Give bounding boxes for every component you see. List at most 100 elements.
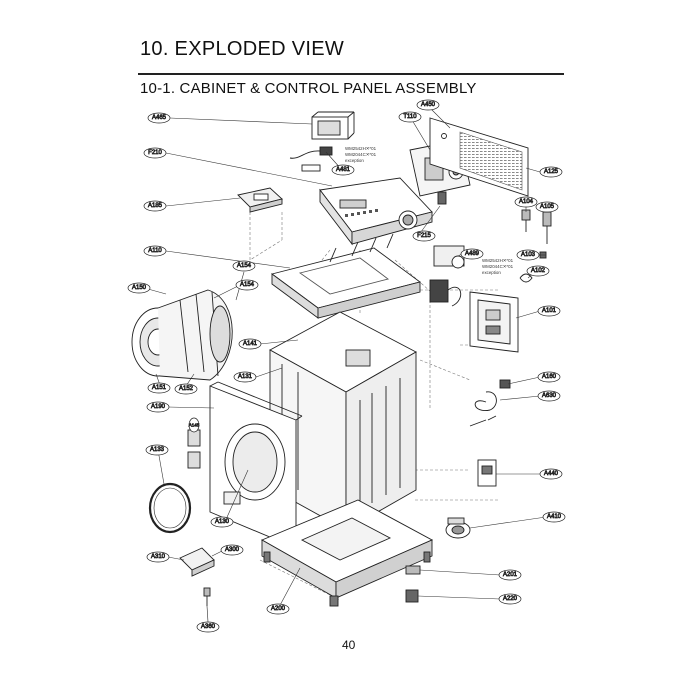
svg-text:A133: A133 — [150, 447, 165, 453]
callout-a220: A220 — [498, 593, 522, 605]
svg-text:A154: A154 — [240, 282, 255, 288]
part-feet — [405, 565, 421, 603]
callout-a133: A133 — [145, 444, 169, 456]
callout-a152: A152 — [174, 383, 198, 395]
part-cabinet — [269, 311, 417, 531]
svg-text:WM2044C✕*01: WM2044C✕*01 — [482, 264, 514, 269]
svg-text:A103: A103 — [521, 252, 536, 258]
callout-a151: A151 — [147, 382, 171, 394]
svg-text:A489: A489 — [465, 251, 480, 257]
callout-a150: A150 — [127, 282, 151, 294]
callout-a300: A300 — [220, 544, 244, 556]
part-pressure-switch — [477, 459, 497, 487]
svg-text:A160: A160 — [542, 374, 557, 380]
svg-text:A185: A185 — [148, 203, 163, 209]
svg-text:WM2542H✕*01: WM2542H✕*01 — [482, 258, 514, 263]
part-drawer-handle — [237, 187, 283, 213]
callout-a110: A110 — [143, 245, 167, 257]
part-back-panel — [429, 117, 529, 197]
svg-text:A152: A152 — [179, 386, 194, 392]
svg-text:WM2044C✕*01: WM2044C✕*01 — [345, 152, 377, 157]
svg-text:A190: A190 — [151, 404, 166, 410]
part-screw-bottom — [203, 587, 211, 606]
callout-a630: A630 — [537, 390, 561, 402]
svg-text:A105: A105 — [540, 204, 555, 210]
callout-a154-top: A154 — [232, 260, 256, 272]
callout-f210: F210 — [143, 147, 167, 159]
svg-text:A104: A104 — [519, 199, 534, 205]
part-bracket — [179, 547, 215, 577]
part-drain-pump — [445, 517, 471, 539]
callout-a103: A103 — [516, 249, 540, 261]
svg-text:A150: A150 — [132, 285, 147, 291]
part-screws-top — [521, 209, 552, 244]
callout-a310: A310 — [146, 551, 170, 563]
section-title: 10-1. CABINET & CONTROL PANEL ASSEMBLY — [140, 80, 477, 97]
svg-text:A154: A154 — [237, 263, 252, 269]
model-note-mid: WM2542H✕*01 WM2044C✕*01 exception — [482, 258, 514, 275]
callout-a145: A145 — [188, 417, 200, 433]
svg-text:A131: A131 — [238, 374, 253, 380]
part-base — [260, 499, 434, 607]
callout-a104: A104 — [514, 196, 538, 208]
part-pcb-module — [311, 111, 355, 140]
callout-a201: A201 — [498, 569, 522, 581]
svg-text:exception: exception — [482, 270, 501, 275]
svg-text:F215: F215 — [417, 233, 431, 239]
callout-a465: A465 — [147, 112, 171, 124]
svg-text:T110: T110 — [403, 114, 417, 120]
callout-a489: A489 — [460, 248, 484, 260]
svg-text:A145: A145 — [189, 423, 200, 428]
part-door-ring — [148, 482, 192, 534]
callout-a410: A410 — [542, 511, 566, 523]
title-rule — [138, 73, 564, 75]
svg-text:A450: A450 — [421, 102, 436, 108]
part-power-cord — [469, 379, 511, 427]
callout-a105: A105 — [535, 201, 559, 213]
svg-text:A101: A101 — [542, 308, 557, 314]
model-note-top: WM2542H✕*01 WM2044C✕*01 exception — [345, 146, 377, 163]
svg-text:A125: A125 — [544, 169, 559, 175]
callout-a440: A440 — [539, 468, 563, 480]
svg-text:A300: A300 — [225, 547, 240, 553]
part-wire-harness — [289, 146, 333, 172]
svg-text:A102: A102 — [531, 268, 546, 274]
callout-a131: A131 — [233, 371, 257, 383]
callout-f215: F215 — [412, 230, 436, 242]
part-control-panel — [319, 177, 433, 246]
svg-text:A220: A220 — [503, 596, 518, 602]
callout-a450: A450 — [416, 99, 440, 111]
svg-text:A465: A465 — [152, 115, 167, 121]
svg-text:F210: F210 — [148, 150, 162, 156]
page-number: 40 — [342, 638, 356, 652]
callout-a185: A185 — [143, 200, 167, 212]
svg-text:A481: A481 — [336, 167, 351, 173]
part-top-plate — [270, 233, 422, 319]
callout-a154: A154 — [235, 279, 259, 291]
callout-a130: A130 — [210, 516, 234, 528]
svg-text:A630: A630 — [542, 393, 557, 399]
callout-a190: A190 — [146, 401, 170, 413]
svg-text:A440: A440 — [544, 471, 559, 477]
svg-text:WM2542H✕*01: WM2542H✕*01 — [345, 146, 377, 151]
callout-a481: A481 — [331, 164, 355, 176]
callout-a360: A360 — [196, 621, 220, 633]
part-service-cover — [469, 291, 519, 353]
part-valve — [429, 245, 465, 307]
svg-text:A151: A151 — [152, 385, 167, 391]
callout-t110: T110 — [398, 111, 422, 123]
svg-text:A201: A201 — [503, 572, 518, 578]
parts — [131, 111, 552, 607]
svg-text:A360: A360 — [201, 624, 216, 630]
svg-text:A200: A200 — [271, 606, 286, 612]
svg-text:A130: A130 — [215, 519, 230, 525]
page-title: 10. EXPLODED VIEW — [140, 38, 345, 60]
svg-text:A110: A110 — [148, 248, 162, 254]
svg-text:A310: A310 — [151, 554, 166, 560]
callout-a141: A141 — [238, 338, 262, 350]
callout-a101: A101 — [537, 305, 561, 317]
callouts: A465 A450 T110 F210 A481 A125 A185 A104 … — [127, 99, 566, 633]
svg-text:exception: exception — [345, 158, 364, 163]
callout-a125: A125 — [539, 166, 563, 178]
